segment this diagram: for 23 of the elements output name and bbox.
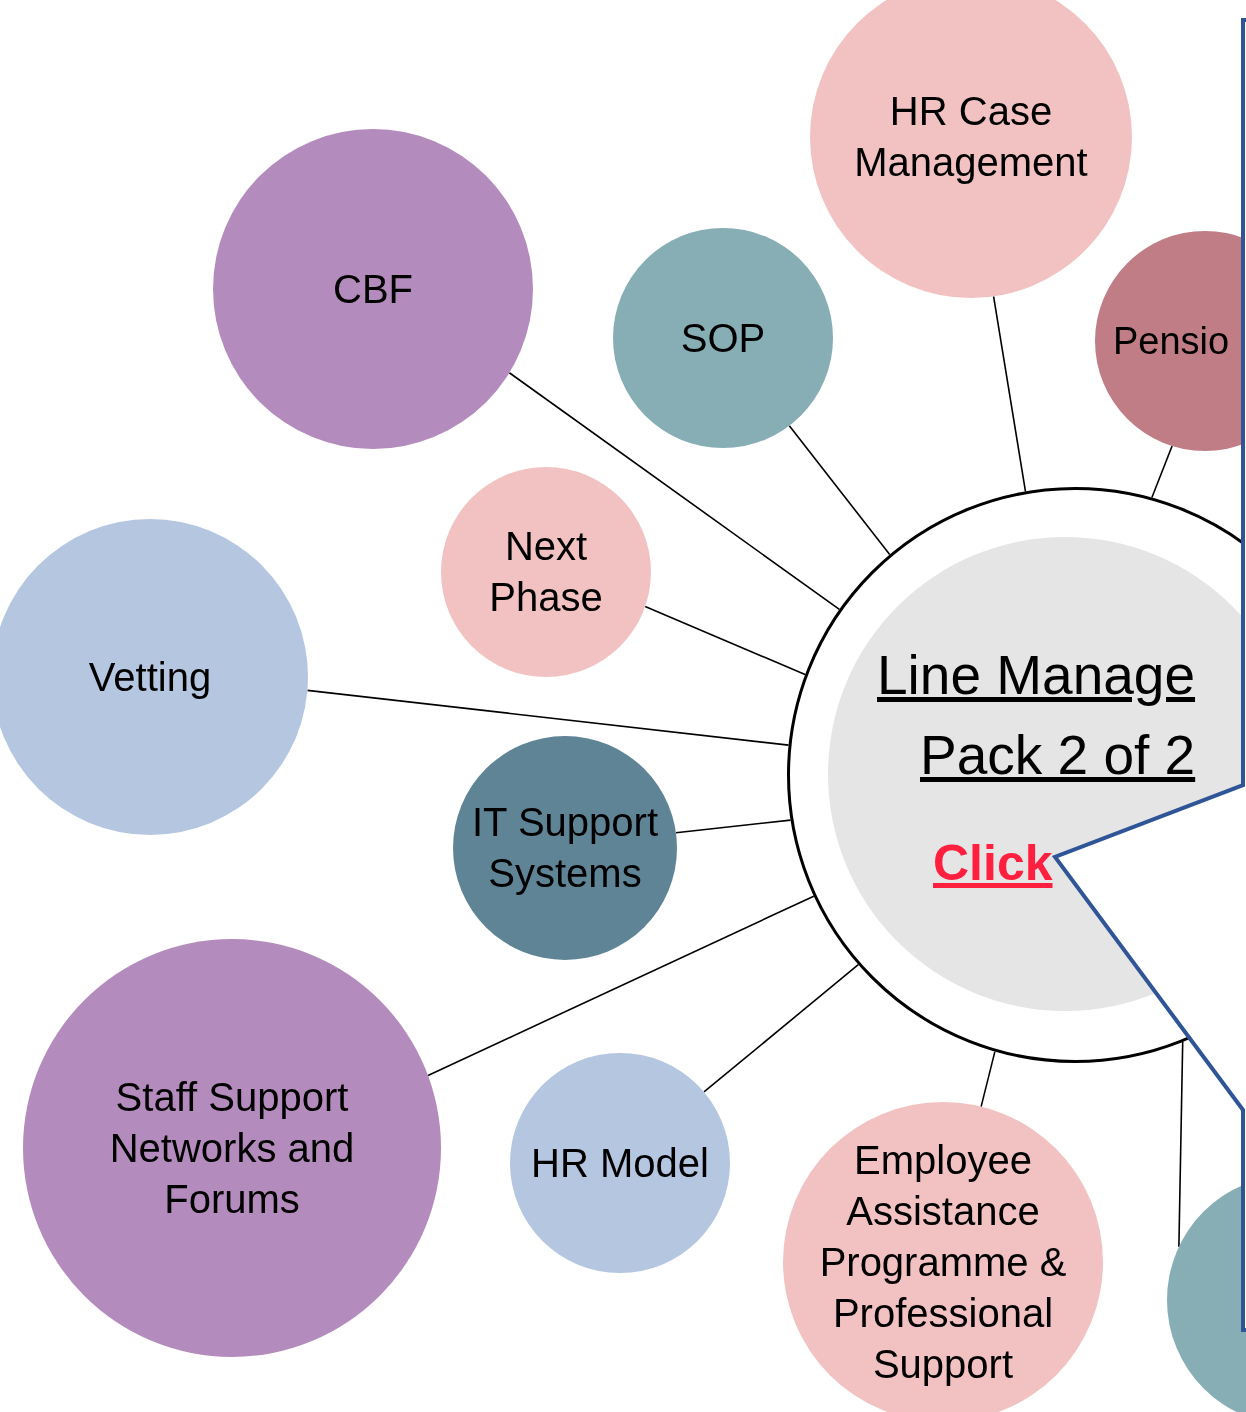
topic-label: SOP — [679, 314, 767, 362]
topic-label: Staff Support Networks and Forums — [108, 1073, 356, 1223]
connector-line — [427, 895, 815, 1077]
topic-label: Employee Assistance Programme & Professional Support — [818, 1136, 1068, 1388]
connector-line — [675, 819, 792, 834]
topic-label: HR Case Management — [853, 88, 1089, 186]
connector-line — [306, 689, 790, 746]
topic-label: Next Phase — [488, 523, 604, 621]
topic-label: IT Support Systems — [470, 799, 659, 897]
click-link: Click — [933, 838, 1053, 888]
topic-label: Pensio — [1113, 318, 1230, 364]
connector-line — [644, 605, 806, 676]
topic-label: HR Model — [530, 1139, 710, 1187]
topic-label: CBF — [332, 265, 414, 313]
connector-line — [703, 963, 860, 1093]
connector-line — [788, 424, 891, 556]
connector-line — [992, 295, 1027, 493]
connector-line — [1178, 1041, 1184, 1248]
connector-line — [508, 371, 841, 611]
pack-title: Pack 2 of 2 — [920, 728, 1196, 783]
connector-line — [1151, 445, 1173, 499]
topic-label: Vetting — [87, 653, 213, 701]
connector-line — [980, 1050, 996, 1108]
